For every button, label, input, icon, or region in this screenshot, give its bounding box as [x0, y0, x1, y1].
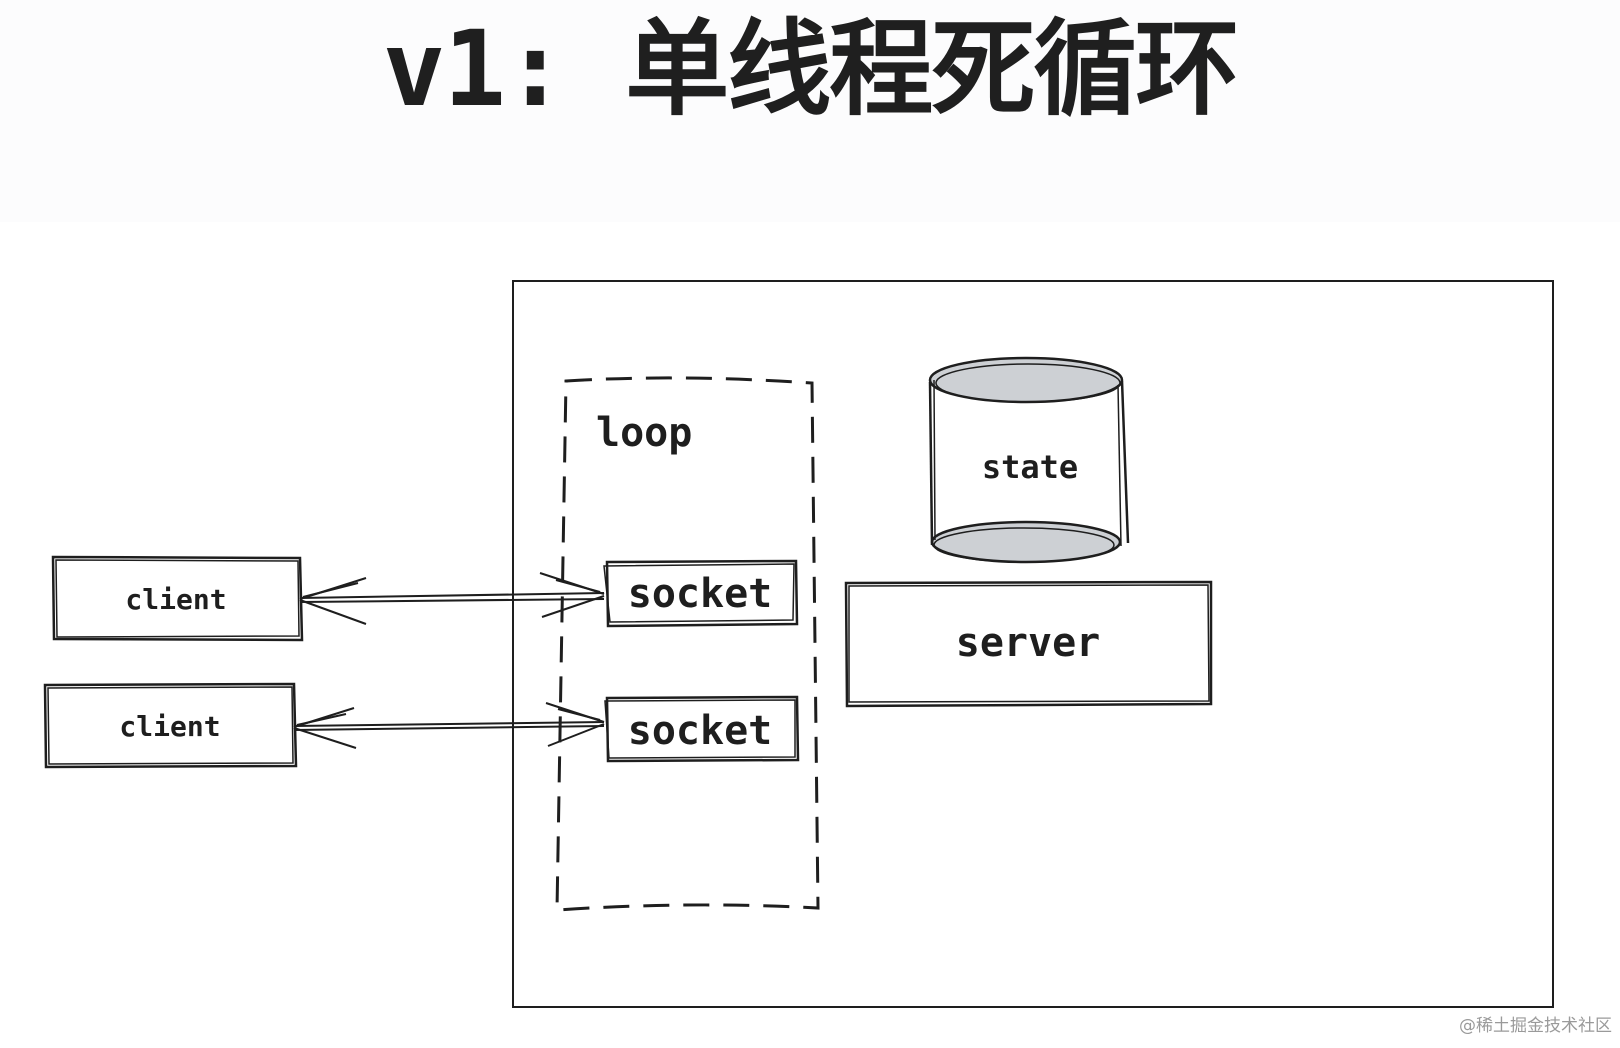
socket-box-2: socket: [604, 695, 800, 763]
socket-label-1: socket: [628, 571, 773, 617]
client-label-2: client: [119, 710, 220, 743]
server-container: [512, 280, 1554, 1008]
server-box: server: [844, 580, 1213, 708]
state-database: state: [928, 356, 1130, 564]
loop-box: [555, 376, 820, 912]
socket-box-1: socket: [603, 559, 799, 628]
client-box-1: client: [51, 555, 304, 642]
arrow-client1-socket1: [299, 572, 605, 625]
loop-label: loop: [596, 410, 692, 456]
arrow-client2-socket2: [293, 702, 605, 749]
server-label: server: [956, 620, 1101, 666]
client-label-1: client: [125, 583, 226, 616]
socket-label-2: socket: [628, 708, 773, 754]
state-label: state: [982, 448, 1078, 486]
client-box-2: client: [43, 682, 298, 769]
watermark: @稀土掘金技术社区: [1459, 1016, 1612, 1036]
header-band: [0, 0, 1620, 222]
page-title: v1: 单线程死循环: [382, 8, 1239, 130]
